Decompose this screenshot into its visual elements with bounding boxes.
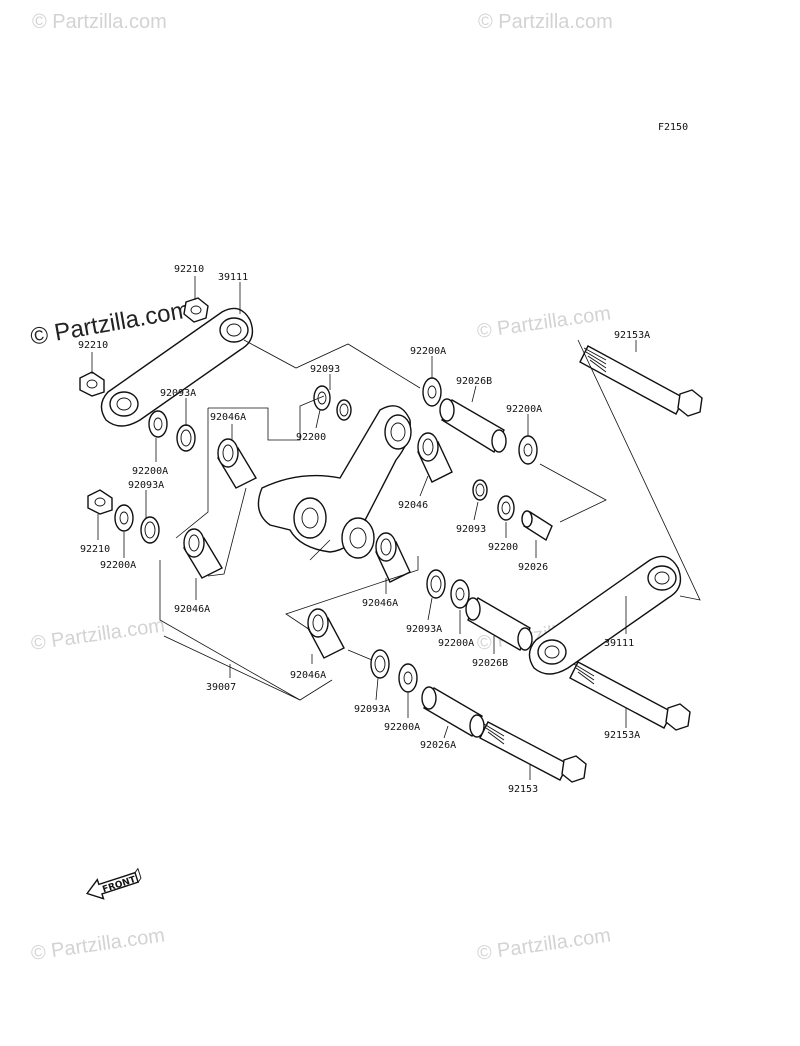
watermark: © Partzilla.com <box>476 302 613 343</box>
part-label: 92046A <box>290 670 326 681</box>
part-label: 92200A <box>410 346 446 357</box>
part-label: 92200 <box>296 432 326 443</box>
part-label: 92210 <box>80 544 110 555</box>
part-label: 92200A <box>100 560 136 571</box>
bolt-92153a-lower <box>569 661 691 731</box>
part-label: 92093 <box>310 364 340 375</box>
front-arrow: FRONT <box>85 867 142 900</box>
part-label: 92200A <box>438 638 474 649</box>
rocker-arm <box>257 405 412 559</box>
diagram-code: F2150 <box>658 122 688 133</box>
part-label: 92093A <box>406 624 442 635</box>
watermark-dark: © Partzilla.com <box>28 296 192 351</box>
tie-rod-upper <box>100 307 254 427</box>
part-label: 92026 <box>518 562 548 573</box>
part-label: 92200 <box>488 542 518 553</box>
part-label: 39111 <box>218 272 248 283</box>
part-label: 92153 <box>508 784 538 795</box>
part-label: 92210 <box>78 340 108 351</box>
tie-rod-right <box>528 555 682 675</box>
part-label: 92046A <box>210 412 246 423</box>
part-label: 92093A <box>128 480 164 491</box>
assembly-lines <box>159 339 701 701</box>
part-label: 92046A <box>174 604 210 615</box>
needle-bearings <box>183 432 453 659</box>
part-label: 92093A <box>160 388 196 399</box>
collars <box>421 398 553 738</box>
bolt-92153 <box>479 721 587 783</box>
part-label: 92153A <box>614 330 650 341</box>
part-label: 92153A <box>604 730 640 741</box>
part-label: 92200A <box>384 722 420 733</box>
part-label: 92026B <box>456 376 492 387</box>
part-label: 92210 <box>174 264 204 275</box>
part-label: 92093 <box>456 524 486 535</box>
part-label: 92200A <box>132 466 168 477</box>
watermark: © Partzilla.com <box>476 924 613 965</box>
nut <box>79 371 105 397</box>
part-label: 92046A <box>362 598 398 609</box>
watermark: © Partzilla.com <box>30 924 167 965</box>
watermark: © Partzilla.com <box>478 11 613 33</box>
bolt-92153a-upper <box>579 345 703 417</box>
part-label: 92093A <box>354 704 390 715</box>
part-labels: 92210 39111 92210 92093A 92046A 92093 92… <box>78 264 650 795</box>
watermark: © Partzilla.com <box>32 11 167 33</box>
part-label: 92200A <box>506 404 542 415</box>
part-label: 39111 <box>604 638 634 649</box>
nut <box>183 297 209 323</box>
part-label: 92026A <box>420 740 456 751</box>
part-label: 92026B <box>472 658 508 669</box>
part-label: 39007 <box>206 682 236 693</box>
nut <box>87 489 113 515</box>
watermark: © Partzilla.com <box>30 614 167 655</box>
part-label: 92046 <box>398 500 428 511</box>
leader-lines <box>91 276 637 780</box>
